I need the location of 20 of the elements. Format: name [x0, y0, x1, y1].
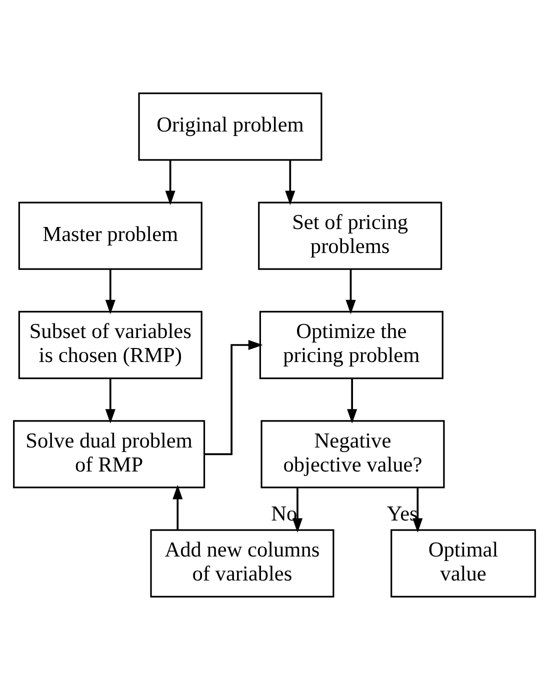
node-box: Subset of variables is chosen (RMP) [18, 310, 202, 379]
node-box: Original problem [138, 92, 322, 160]
arrow [412, 487, 423, 532]
node-box: Optimize the pricing problem [259, 310, 444, 379]
arrow [292, 487, 303, 532]
arrow [346, 268, 356, 314]
node-box: Set of pricing problems [258, 201, 442, 270]
node-box: Negative objective value? [260, 420, 445, 488]
node-box: Solve dual problem of RMP [13, 420, 206, 488]
arrow [172, 484, 183, 530]
edge-label: No [271, 500, 298, 525]
node-box: Add new columns of variables [150, 528, 334, 597]
node-box: Master problem [18, 201, 202, 270]
arrow [105, 378, 116, 423]
arrow [105, 268, 116, 314]
arrow [285, 159, 296, 205]
arrow [165, 159, 176, 205]
arrow [204, 339, 263, 455]
arrow [347, 378, 358, 423]
node-box: Optimal value [390, 528, 536, 597]
